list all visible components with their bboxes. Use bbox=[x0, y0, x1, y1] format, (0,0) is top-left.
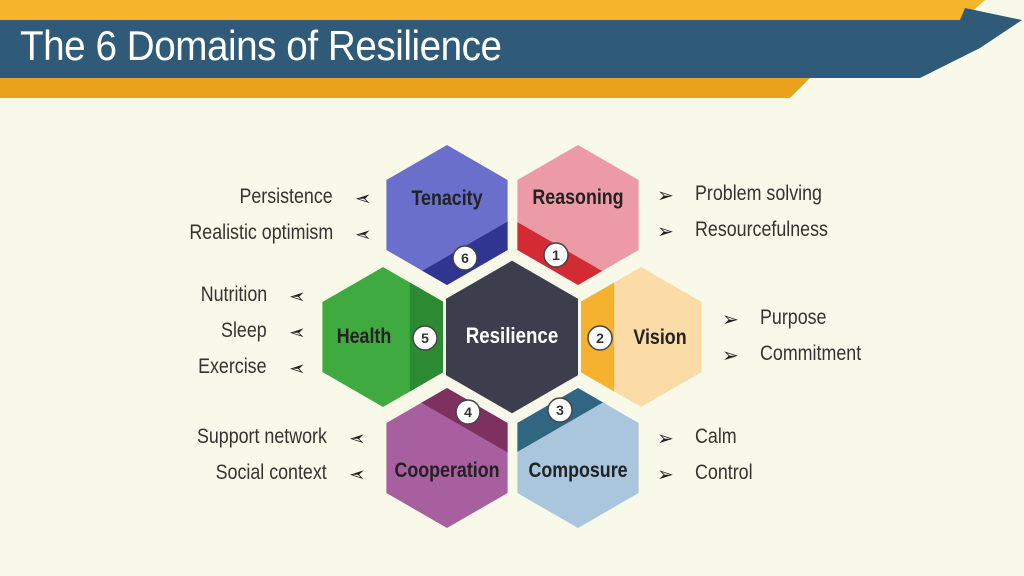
tenacity-label: Tenacity bbox=[411, 187, 482, 211]
arrow-right-icon: ➢ bbox=[657, 428, 674, 450]
arrow-right-icon: ➢ bbox=[722, 309, 739, 331]
health-inner-band bbox=[409, 267, 444, 407]
step-number-badge bbox=[455, 399, 481, 425]
domain-tenacity: Tenacity bbox=[386, 145, 508, 285]
health-item: Sleep bbox=[221, 319, 267, 342]
step-number: 6 bbox=[461, 250, 469, 266]
vision-inner-band bbox=[580, 267, 615, 407]
health-item: Exercise bbox=[198, 355, 267, 378]
domain-cooperation: Cooperation bbox=[386, 388, 508, 528]
arrow-right-icon: ➢ bbox=[657, 221, 674, 243]
center-label: Resilience bbox=[466, 325, 558, 349]
arrow-left-icon: ➣ bbox=[349, 428, 366, 450]
vision-label: Vision bbox=[633, 326, 686, 350]
arrow-right-icon: ➢ bbox=[722, 345, 739, 367]
domain-health: Health bbox=[322, 267, 444, 407]
arrow-left-icon: ➣ bbox=[289, 286, 306, 308]
step-number-badge bbox=[452, 245, 478, 271]
cooperation-item: Support network bbox=[197, 425, 327, 448]
composure-item: Calm bbox=[695, 425, 737, 448]
step-number-badge bbox=[547, 397, 573, 423]
reasoning-item: Problem solving bbox=[695, 182, 822, 205]
arrow-right-icon: ➢ bbox=[657, 464, 674, 486]
reasoning-item: Resourcefulness bbox=[695, 218, 828, 241]
tenacity-item: Persistence bbox=[239, 185, 333, 208]
vision-item: Commitment bbox=[760, 342, 862, 365]
health-item: Nutrition bbox=[200, 283, 267, 306]
composure-label: Composure bbox=[528, 459, 627, 483]
arrow-left-icon: ➣ bbox=[355, 224, 372, 246]
step-number: 1 bbox=[552, 247, 560, 263]
step-number-badge bbox=[543, 242, 569, 268]
center-hexagon bbox=[443, 257, 581, 417]
domain-composure: Composure bbox=[517, 388, 639, 528]
step-number-badge bbox=[587, 325, 613, 351]
cooperation-label: Cooperation bbox=[394, 459, 499, 483]
page-title: The 6 Domains of Resilience bbox=[20, 22, 502, 69]
arrow-left-icon: ➣ bbox=[349, 464, 366, 486]
arrow-left-icon: ➣ bbox=[289, 358, 306, 380]
title-banner bbox=[0, 0, 1022, 98]
tenacity-item: Realistic optimism bbox=[189, 221, 333, 244]
step-number-badge bbox=[412, 325, 438, 351]
step-number: 3 bbox=[556, 402, 564, 418]
domain-vision: Vision bbox=[580, 267, 702, 407]
arrow-left-icon: ➣ bbox=[289, 322, 306, 344]
step-number: 2 bbox=[596, 330, 604, 346]
domain-reasoning: Reasoning bbox=[517, 145, 639, 285]
step-number: 5 bbox=[421, 330, 429, 346]
center-resilience: Resilience bbox=[443, 257, 581, 417]
arrow-right-icon: ➢ bbox=[657, 185, 674, 207]
health-label: Health bbox=[337, 325, 391, 349]
cooperation-item: Social context bbox=[215, 461, 327, 484]
step-number: 4 bbox=[464, 404, 472, 420]
reasoning-label: Reasoning bbox=[532, 186, 623, 210]
composure-item: Control bbox=[695, 461, 753, 484]
arrow-left-icon: ➣ bbox=[355, 188, 372, 210]
vision-item: Purpose bbox=[760, 306, 827, 329]
